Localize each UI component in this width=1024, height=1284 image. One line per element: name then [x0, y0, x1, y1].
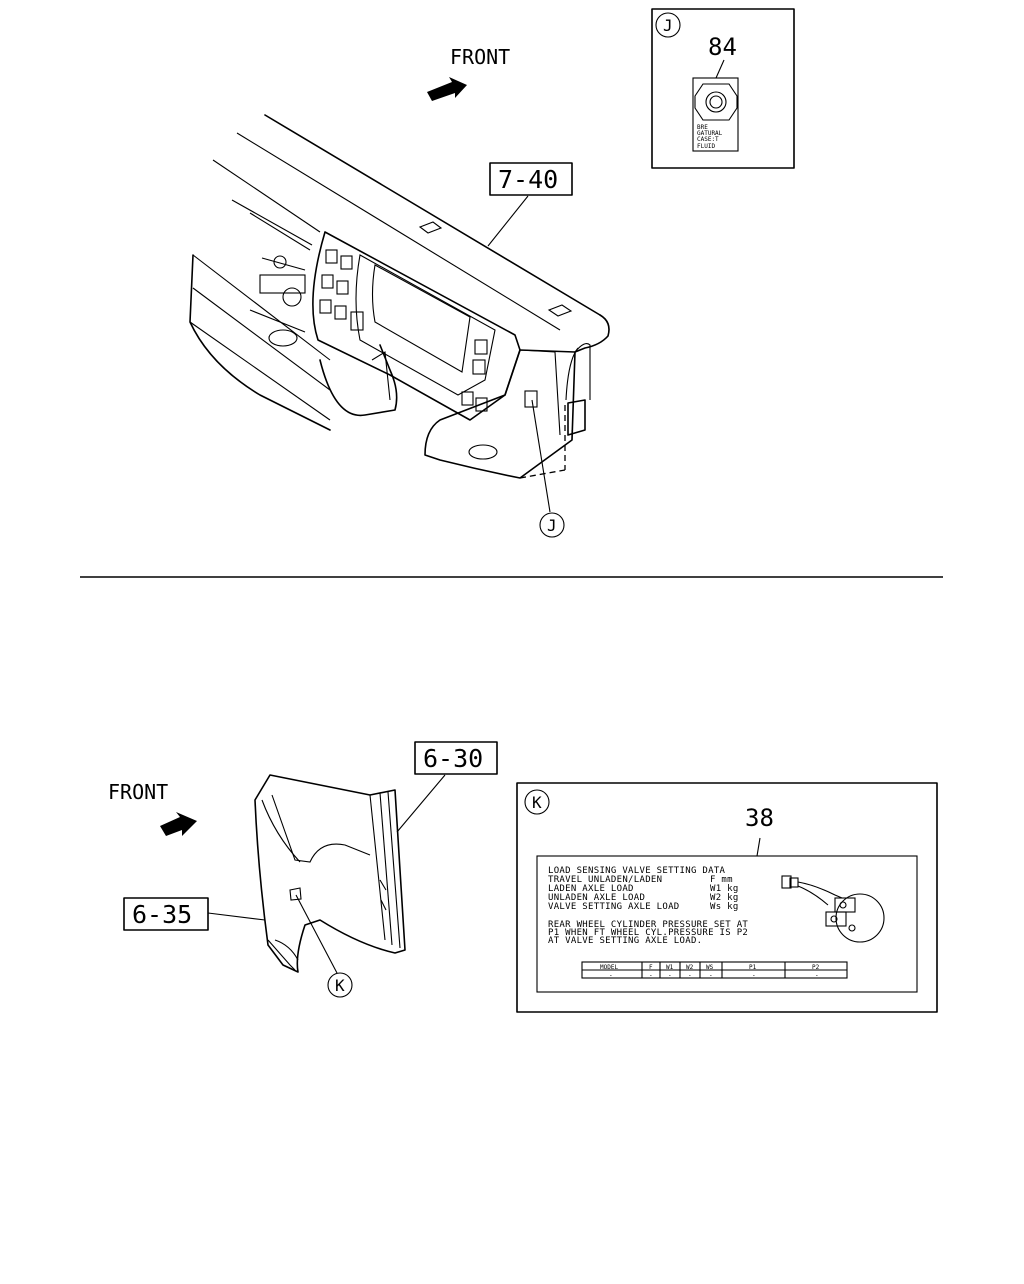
plate-row-2-value: W1 kg [710, 884, 739, 894]
part-number-38: 38 [745, 804, 774, 832]
plate-row-4-value: Ws kg [710, 902, 739, 912]
setting-data-plate: LOAD SENSING VALVE SETTING DATA TRAVEL U… [536, 855, 918, 993]
detail-j-box: J 84 BRE GATURAL CASE:T FLUID [651, 8, 795, 169]
plate-note-3: AT VALVE SETTING AXLE LOAD. [548, 936, 702, 946]
table-header-p2: P2 [812, 964, 820, 971]
marker-j [539, 512, 565, 538]
plate-note-2: P1 WHEN FT WHEEL CYL.PRESSURE IS P2 [548, 928, 748, 938]
label-line-2: GATURAL [697, 130, 723, 137]
detail-k-marker [524, 789, 550, 815]
instrument-panel-drawing: J [189, 114, 610, 538]
table-header-p1: P1 [749, 964, 757, 971]
table-header-ws: WS [706, 964, 714, 971]
plate-row-3-label: UNLADEN AXLE LOAD [548, 893, 645, 903]
front-arrow-bottom-icon [160, 812, 197, 836]
plate-row-4-label: VALVE SETTING AXLE LOAD [548, 902, 680, 912]
plate-title: LOAD SENSING VALVE SETTING DATA [548, 866, 726, 876]
front-label-bottom: FRONT [108, 780, 168, 804]
table-value-w1: - [668, 972, 672, 979]
table-header-f: F [649, 964, 653, 971]
load-sensing-valve-icon [781, 875, 885, 943]
detail-k-box: K 38 LOAD SENSING VALVE SETTING DATA TRA… [516, 782, 938, 1013]
plate-row-1-label: TRAVEL UNLADEN/LADEN [548, 875, 662, 885]
marker-k-letter: K [335, 976, 345, 995]
table-value-p1: - [752, 972, 756, 979]
table-value-p2: - [815, 972, 819, 979]
label-line-4: FLUID [697, 143, 715, 150]
setting-table: MODEL F W1 W2 WS P1 P2 - - - - - - - [581, 961, 848, 979]
door-trim-drawing: K [254, 774, 406, 998]
table-header-w2: W2 [686, 964, 694, 971]
marker-j-letter: J [547, 516, 557, 535]
marker-k [327, 972, 353, 998]
table-header-model: MODEL [600, 964, 618, 971]
callout-6-35-text: 6-35 [132, 900, 192, 929]
front-label-top: FRONT [450, 45, 510, 69]
front-indicator-bottom: FRONT [108, 780, 197, 836]
callout-7-40-text: 7-40 [498, 165, 558, 194]
front-arrow-top-icon [427, 77, 467, 101]
plate-row-1-value: F mm [710, 875, 733, 885]
table-header-w1: W1 [666, 964, 674, 971]
label-line-3: CASE:T [697, 136, 719, 143]
plate-row-2-label: LADEN AXLE LOAD [548, 884, 634, 894]
detail-j-marker [655, 12, 681, 38]
plate-row-3-value: W2 kg [710, 893, 739, 903]
detail-j-letter: J [663, 16, 673, 35]
callout-6-30: 6-30 [396, 741, 498, 833]
callout-6-35: 6-35 [123, 897, 266, 931]
table-value-w2: - [688, 972, 692, 979]
label-line-1: BRE [697, 124, 708, 131]
front-indicator-top: FRONT [427, 45, 510, 101]
callout-7-40: 7-40 [487, 162, 573, 247]
table-value-model: - [609, 972, 613, 979]
table-value-ws: - [709, 972, 713, 979]
detail-k-letter: K [532, 793, 542, 812]
part-number-84: 84 [708, 33, 737, 61]
table-value-f: - [649, 972, 653, 979]
brake-fluid-label-icon: BRE GATURAL CASE:T FLUID [692, 77, 739, 152]
plate-note-1: REAR WHEEL CYLINDER PRESSURE SET AT [548, 920, 748, 930]
callout-6-30-text: 6-30 [423, 744, 483, 773]
